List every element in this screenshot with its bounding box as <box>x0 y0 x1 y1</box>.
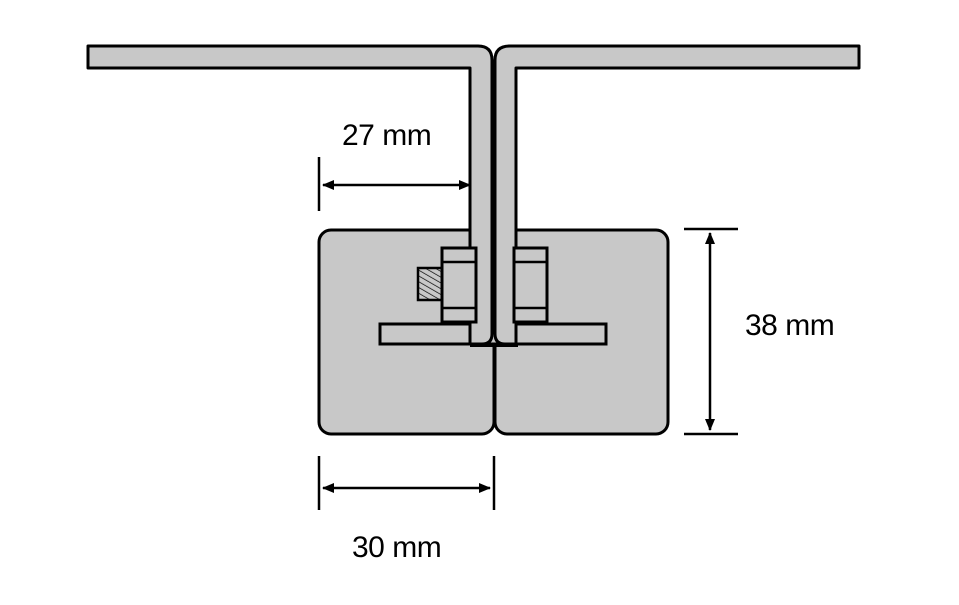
left-nut <box>440 246 478 324</box>
right-nut <box>512 246 549 324</box>
dimension-label-bottom: 30 mm <box>352 531 441 564</box>
bolt-thread <box>416 266 445 302</box>
left-bolt <box>416 246 478 324</box>
dimension-label-height: 38 mm <box>745 309 834 342</box>
right-sheet <box>493 44 861 346</box>
left-sheet <box>86 44 494 346</box>
dimension-top-width: 27 mm <box>317 119 471 211</box>
dimension-height: 38 mm <box>684 227 835 436</box>
dimension-label-top: 27 mm <box>342 119 431 152</box>
dimension-bottom-width: 30 mm <box>317 456 496 564</box>
